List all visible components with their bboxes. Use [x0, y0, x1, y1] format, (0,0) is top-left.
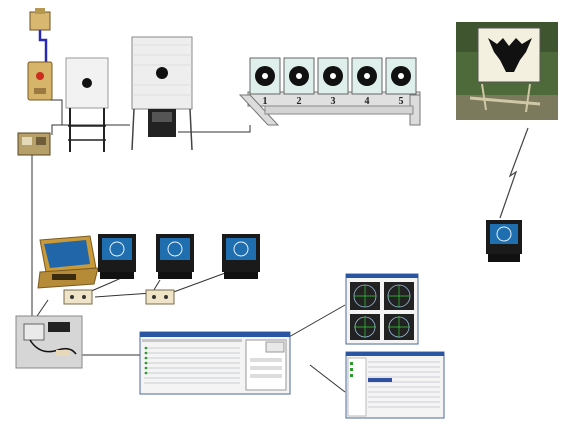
junction-box-2[interactable] [145, 289, 175, 305]
score-software-window[interactable] [139, 331, 291, 395]
lane-number-2: 2 [297, 96, 302, 107]
lane-number-1: 1 [263, 96, 268, 107]
control-unit-box[interactable] [27, 8, 53, 101]
central-pc-interface[interactable] [15, 315, 83, 369]
paper-target-small[interactable] [65, 57, 109, 152]
lane-target-3 [317, 57, 349, 95]
shooter-monitor-2[interactable] [156, 234, 194, 279]
lane-target-4 [351, 57, 383, 95]
moose-target-photo[interactable] [456, 22, 558, 120]
lane-number-3: 3 [331, 96, 336, 107]
shooter-monitor-3[interactable] [222, 234, 260, 279]
wireless-link [499, 127, 529, 219]
paper-target-large[interactable] [131, 36, 193, 151]
junction-box-1[interactable] [63, 289, 93, 305]
lane-target-2 [283, 57, 315, 95]
target-analysis-window[interactable] [345, 273, 419, 345]
laptop-terminal[interactable] [37, 235, 99, 289]
database-window[interactable] [345, 351, 445, 419]
power-supply-box[interactable] [17, 132, 51, 156]
wireless-monitor[interactable] [486, 220, 522, 262]
lane-target-1 [249, 57, 281, 95]
shooter-monitor-1[interactable] [98, 234, 136, 279]
five-lane-target-rack[interactable]: 1 2 3 4 5 [238, 57, 421, 126]
lane-number-5: 5 [399, 96, 404, 107]
lane-number-4: 4 [365, 96, 370, 107]
lane-target-5 [385, 57, 417, 95]
